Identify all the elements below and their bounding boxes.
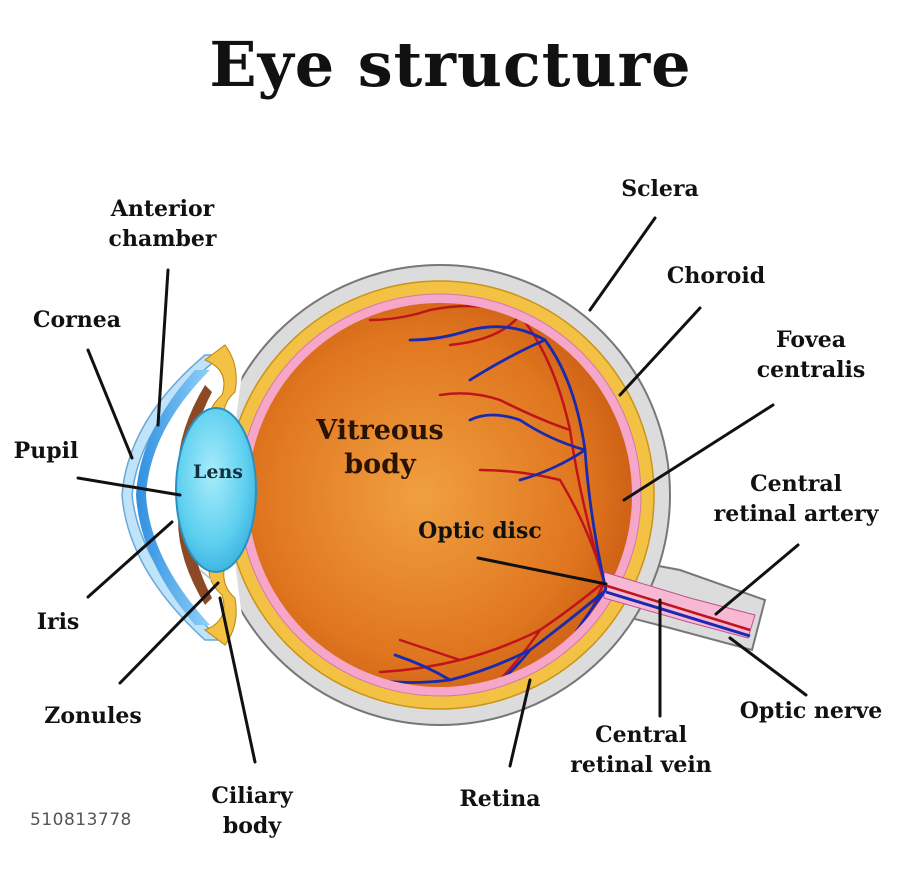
fovea-label-line-2: centralis <box>756 357 866 383</box>
fovea-centralis-label: Fovea centralis <box>742 325 880 385</box>
leader-lines <box>76 216 808 768</box>
artery-label-line-1: Central <box>750 471 842 497</box>
anterior-chamber-label: Anterior chamber <box>95 194 230 254</box>
central-retinal-artery-label: Central retinal artery <box>696 469 896 529</box>
choroid-label: Choroid <box>666 263 766 289</box>
pupil-label: Pupil <box>13 438 79 464</box>
ciliary-body-label: Ciliary body <box>200 781 304 841</box>
vitreous-body-label: Vitreous body <box>300 414 460 482</box>
optic-nerve-label: Optic nerve <box>739 698 883 724</box>
anterior-chamber-label-line-2: chamber <box>108 226 217 252</box>
fovea-label-line-1: Fovea <box>775 327 847 353</box>
vein-label-line-1: Central <box>595 722 687 748</box>
sclera-label: Sclera <box>621 176 699 202</box>
artery-label-line-2: retinal artery <box>713 501 879 527</box>
lens-label: Lens <box>193 461 243 483</box>
vitreous-label-line-1: Vitreous <box>316 415 444 446</box>
ciliary-body-label-line-1: Ciliary <box>211 783 293 809</box>
ciliary-body-label-line-2: body <box>222 813 282 839</box>
optic-nerve-shape <box>603 571 756 639</box>
iris-label: Iris <box>36 609 80 635</box>
lens-shape <box>175 407 257 573</box>
anterior-chamber-label-line-1: Anterior <box>110 196 215 222</box>
central-retinal-vein-label: Central retinal vein <box>556 720 726 780</box>
vitreous-body-shape <box>248 303 632 687</box>
cornea-shape <box>121 354 225 641</box>
cornea-label: Cornea <box>32 307 122 333</box>
optic-disc-label: Optic disc <box>418 518 542 544</box>
stock-id: 510813778 <box>30 810 132 830</box>
diagram-title: Eye structure <box>209 28 692 101</box>
vein-label-line-2: retinal vein <box>570 752 712 778</box>
vitreous-label-line-2: body <box>344 449 416 480</box>
zonules-label: Zonules <box>44 703 142 729</box>
retina-label: Retina <box>459 786 541 812</box>
anterior-chamber-shape <box>136 370 210 625</box>
